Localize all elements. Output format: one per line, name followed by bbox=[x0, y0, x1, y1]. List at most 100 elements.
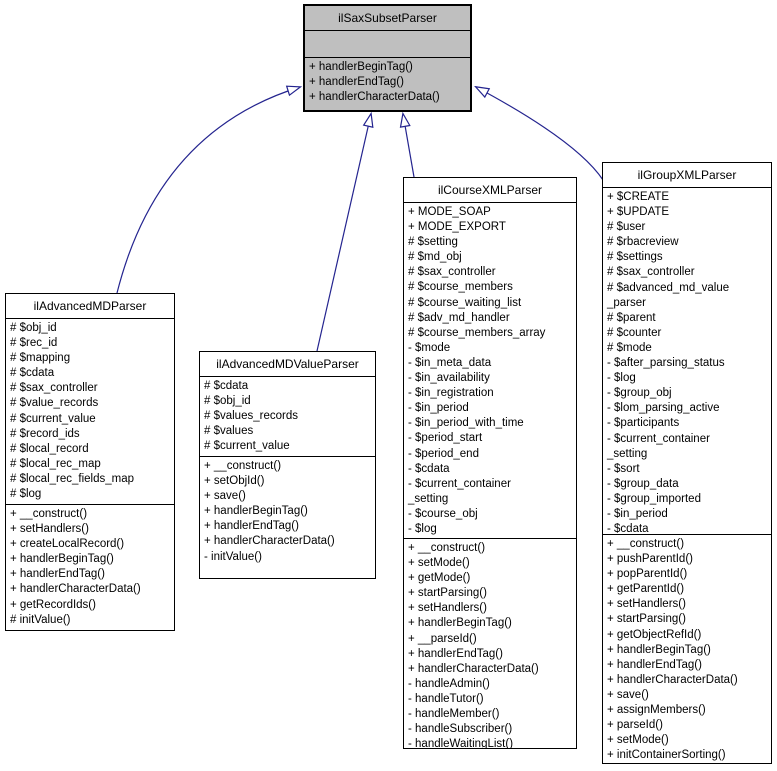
member-line: + save() bbox=[607, 688, 649, 701]
member-line: # $md_obj bbox=[408, 251, 462, 264]
member-line: # $rbacreview bbox=[607, 236, 679, 249]
member-line: + initContainerSorting() bbox=[607, 749, 726, 762]
member-line: # $settings bbox=[607, 251, 663, 264]
member-line: + getRecordIds() bbox=[10, 598, 96, 611]
member-line: - $group_imported bbox=[607, 492, 701, 505]
class-node-ilCourseXMLParser[interactable]: ilCourseXMLParser + MODE_SOAP+ MODE_EXPO… bbox=[403, 177, 577, 749]
member-line: + handlerBeginTag() bbox=[408, 617, 512, 630]
member-line: + parseId() bbox=[607, 719, 663, 732]
member-line: - $current_container bbox=[607, 432, 710, 445]
member-line: + handlerCharacterData() bbox=[204, 535, 335, 548]
member-line: # $local_rec_fields_map bbox=[10, 472, 135, 485]
member-line: + setHandlers() bbox=[10, 523, 89, 536]
class-node-ilSaxSubsetParser[interactable]: ilSaxSubsetParser + handlerBeginTag()+ h… bbox=[303, 4, 472, 112]
member-line: # $sax_controller bbox=[408, 266, 496, 279]
member-line: - $participants bbox=[607, 417, 680, 430]
member-line: + __construct() bbox=[204, 460, 282, 472]
member-line: - $in_period bbox=[408, 402, 469, 415]
member-line: - $sort bbox=[607, 462, 640, 475]
member-line: - handleWaitingList() bbox=[408, 738, 514, 748]
member-line: + handlerCharacterData() bbox=[607, 673, 738, 686]
class-node-ilGroupXMLParser[interactable]: ilGroupXMLParser + $CREATE+ $UPDATE# $us… bbox=[602, 162, 772, 764]
member-line: # $rec_id bbox=[10, 337, 58, 350]
member-line: + startParsing() bbox=[408, 587, 487, 600]
member-line: # $course_members bbox=[408, 281, 513, 294]
member-line: # $mapping bbox=[10, 352, 71, 365]
class-title: ilAdvancedMDParser bbox=[33, 299, 147, 313]
attributes-section: + MODE_SOAP+ MODE_EXPORT# $setting# $md_… bbox=[404, 202, 576, 538]
member-line: # $mode bbox=[607, 341, 652, 354]
member-line: + handlerEndTag() bbox=[408, 647, 503, 660]
member-line: _setting bbox=[607, 447, 648, 460]
attributes-section: + $CREATE+ $UPDATE# $user# $rbacreview# … bbox=[603, 187, 771, 534]
member-line: + handlerCharacterData() bbox=[10, 583, 141, 596]
member-line: + __construct() bbox=[408, 542, 486, 554]
member-line: # $cdata bbox=[10, 367, 55, 380]
member-line: # $record_ids bbox=[10, 427, 80, 440]
methods-section: + __construct() + setMode() + getMode() + s… bbox=[404, 538, 576, 748]
member-line: - $in_registration bbox=[408, 387, 494, 400]
member-line: # $advanced_md_value bbox=[607, 281, 730, 294]
member-line: _parser bbox=[607, 296, 646, 309]
member-line: + getObjectRefId() bbox=[607, 628, 702, 641]
member-line: - $in_period bbox=[607, 507, 668, 520]
member-line: # $obj_id bbox=[204, 395, 251, 408]
member-line: - $log bbox=[408, 522, 437, 535]
member-line: + getMode() bbox=[408, 572, 471, 585]
member-line: - $in_period_with_time bbox=[408, 417, 524, 430]
member-line: - handleMember() bbox=[408, 708, 500, 721]
member-line: + setHandlers() bbox=[408, 602, 487, 615]
member-line: - $after_parsing_status bbox=[607, 357, 725, 370]
member-line: + popParentId() bbox=[607, 568, 688, 581]
class-title: ilAdvancedMDValueParser bbox=[216, 357, 359, 371]
member-line: # $parent bbox=[607, 311, 656, 324]
attributes-section: # $obj_id# $rec_id# $mapping# $cdata# $s… bbox=[6, 318, 174, 504]
member-line: + setMode() bbox=[408, 557, 470, 570]
member-line: - $lom_parsing_active bbox=[607, 402, 720, 415]
member-line: + createLocalRecord() bbox=[10, 538, 125, 551]
member-line: # $sax_controller bbox=[607, 266, 695, 279]
member-line: - handleTutor() bbox=[408, 692, 484, 705]
member-line: - $current_container bbox=[408, 477, 511, 490]
class-title: ilGroupXMLParser bbox=[637, 168, 737, 182]
member-line: + MODE_EXPORT bbox=[408, 221, 506, 234]
member-line: # $current_value bbox=[204, 440, 290, 453]
member-line: - $in_meta_data bbox=[408, 356, 492, 369]
member-line: + handlerCharacterData() bbox=[309, 91, 440, 104]
member-line: + $UPDATE bbox=[607, 206, 670, 219]
attributes-section bbox=[305, 30, 470, 57]
member-line: + handlerCharacterData() bbox=[408, 662, 539, 675]
class-title: ilSaxSubsetParser bbox=[338, 11, 437, 25]
member-line: # $course_waiting_list bbox=[408, 296, 522, 309]
member-line: + startParsing() bbox=[607, 613, 686, 626]
member-line: + assignMembers() bbox=[607, 704, 706, 717]
member-line: # $course_members_array bbox=[408, 326, 546, 339]
member-line: + __construct() bbox=[10, 508, 88, 520]
methods-section: + __construct()+ pushParentId()+ popPare… bbox=[603, 534, 771, 763]
class-node-ilAdvancedMDParser[interactable]: ilAdvancedMDParser # $obj_id # $rec_id # $… bbox=[5, 293, 175, 631]
member-line: # initValue() bbox=[10, 613, 71, 626]
methods-section: + handlerBeginTag() + handlerEndTag() + ha… bbox=[305, 57, 470, 110]
member-line: # $values_records bbox=[204, 410, 298, 423]
member-line: # $obj_id bbox=[10, 322, 57, 334]
member-line: - $group_obj bbox=[607, 387, 672, 400]
member-line: + handlerBeginTag() bbox=[309, 61, 413, 73]
member-line: - $mode bbox=[408, 341, 451, 354]
member-line: - $course_obj bbox=[408, 507, 478, 520]
member-line: - $in_availability bbox=[408, 372, 490, 385]
member-line: # $value_records bbox=[10, 397, 99, 410]
member-line: # $setting bbox=[408, 236, 458, 249]
member-line: # $adv_md_handler bbox=[408, 311, 510, 324]
member-line: + handlerEndTag() bbox=[309, 76, 404, 89]
member-line: - handleSubscriber() bbox=[408, 723, 513, 736]
inheritance-arrow-ilAdvancedMDValueParser bbox=[316, 114, 371, 352]
member-line: + __construct() bbox=[607, 538, 685, 550]
member-line: - initValue() bbox=[204, 550, 262, 563]
member-line: # $local_record bbox=[10, 442, 89, 455]
member-line: # $log bbox=[10, 488, 42, 501]
class-node-ilAdvancedMDValueParser[interactable]: ilAdvancedMDValueParser # $cdata# $obj_i… bbox=[199, 351, 376, 579]
member-line: + getParentId() bbox=[607, 583, 685, 596]
member-line: - $period_end bbox=[408, 447, 479, 460]
member-line: + setObjId() bbox=[204, 475, 265, 488]
